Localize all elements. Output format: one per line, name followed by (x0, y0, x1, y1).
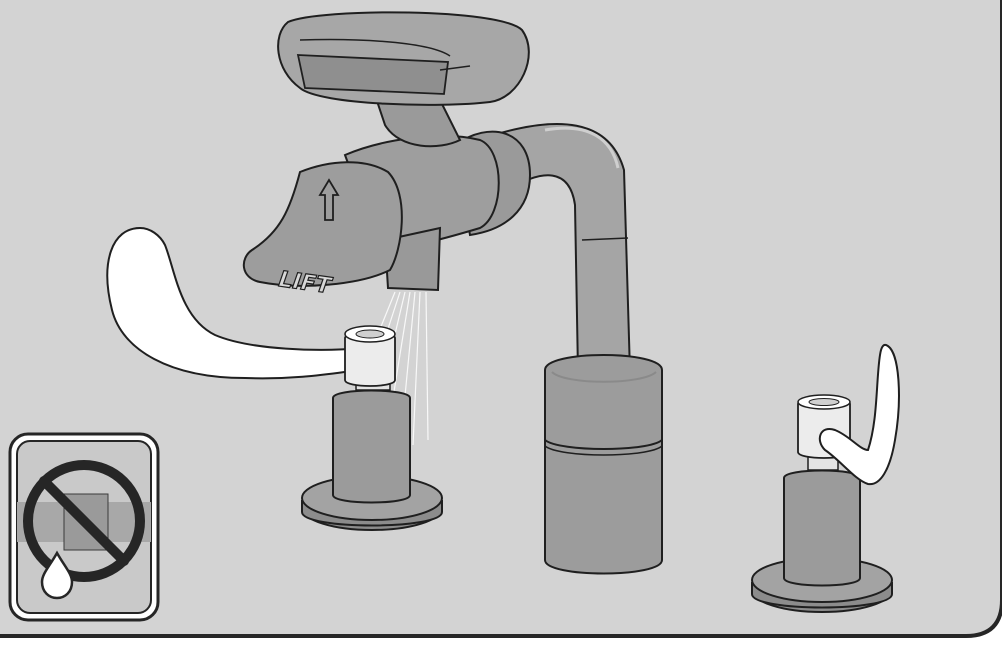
no-leak-icon (10, 434, 158, 620)
faucet-base (545, 355, 662, 574)
